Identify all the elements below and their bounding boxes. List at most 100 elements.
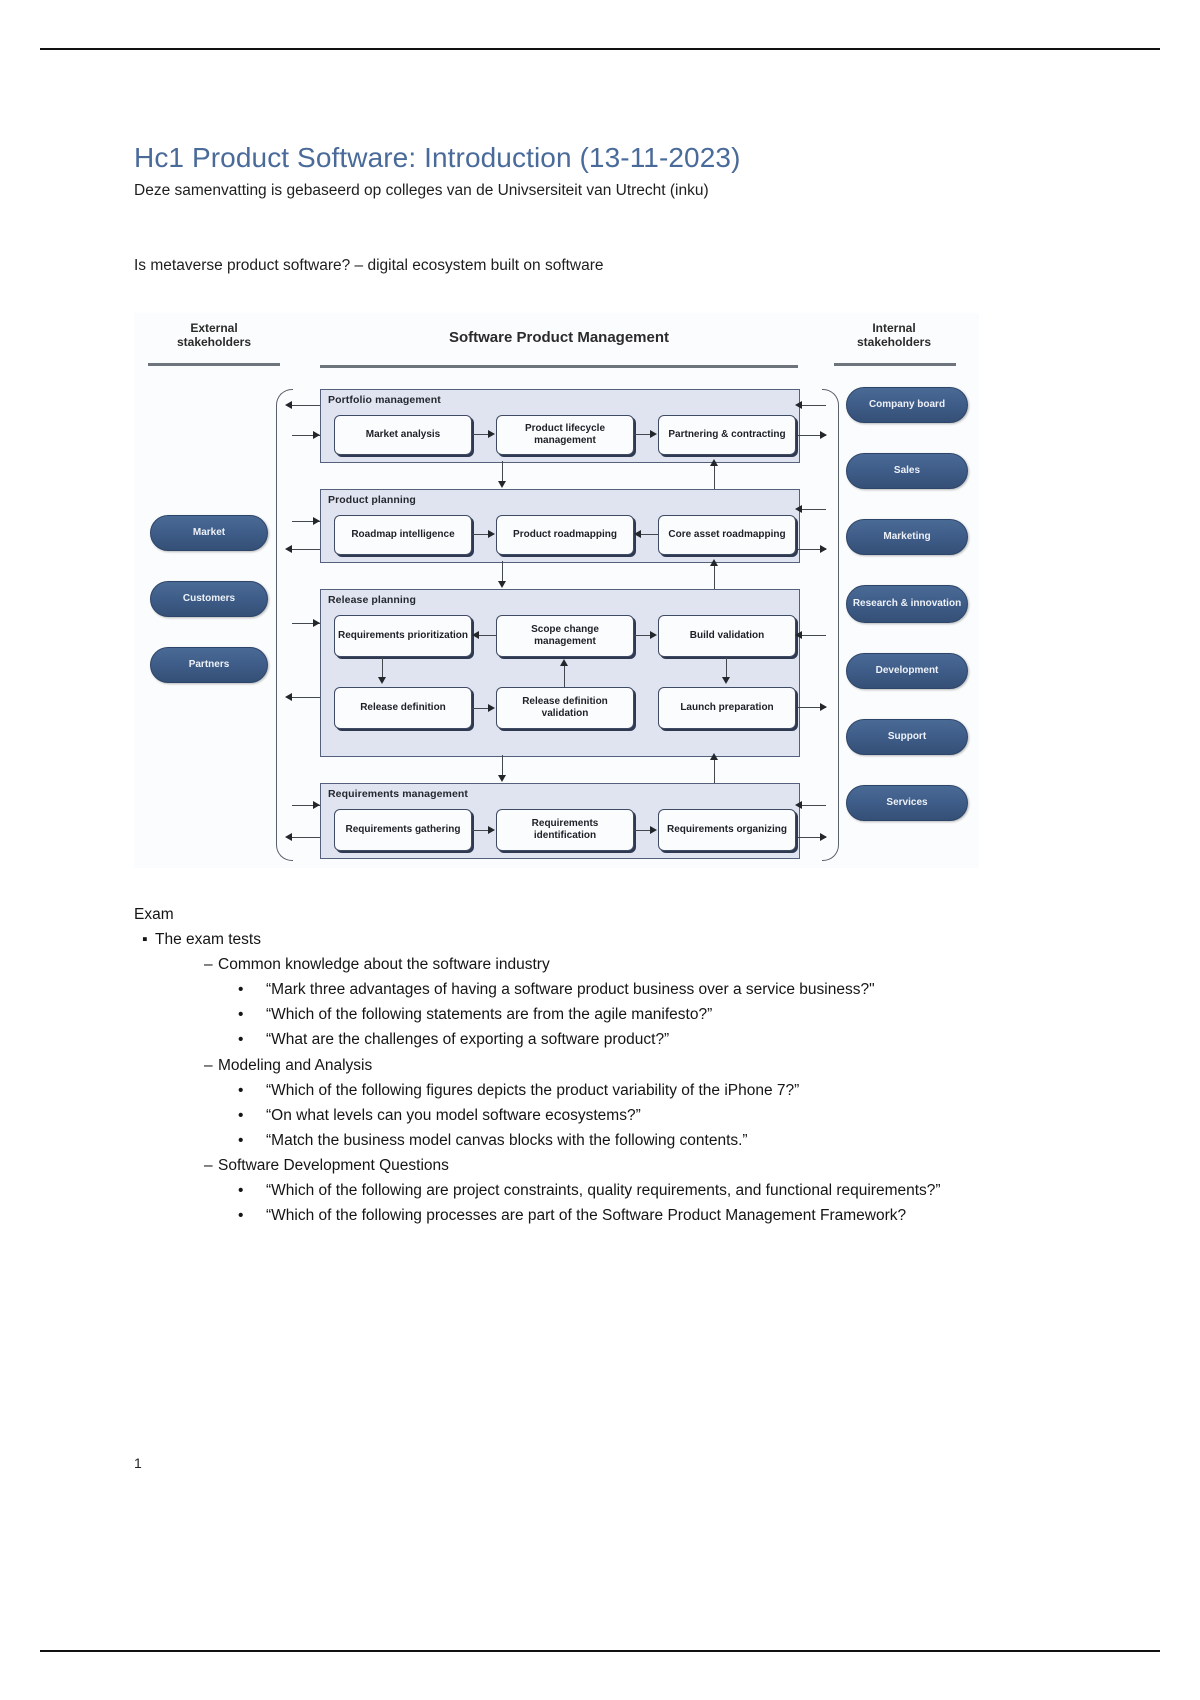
arrow-l4-b	[650, 825, 657, 834]
exam-group-0-item-2: “What are the challenges of exporting a …	[266, 1031, 670, 1049]
exam-question: •“On what levels can you model software …	[134, 1103, 1014, 1128]
figure-left-header-line2: stakeholders	[176, 335, 252, 350]
arrow-l2-b	[634, 529, 641, 538]
arrow-lane3-lane2-up	[710, 558, 718, 566]
stakeholder-development: Development	[846, 652, 968, 689]
figure-right-header-line1: Internal	[872, 320, 916, 335]
stakeholder-company-board: Company board	[846, 386, 968, 423]
document-content: Hc1 Product Software: Introduction (13-1…	[134, 140, 1014, 1228]
connector-lane3-lane2-up	[714, 564, 716, 589]
exam-group-2-item-1: “Which of the following processes are pa…	[266, 1207, 907, 1225]
exam-group-0-label: Common knowledge about the software indu…	[218, 956, 550, 974]
figure-center-header: Software Product Management	[448, 328, 670, 346]
process-requirements-prioritization: Requirements prioritization	[334, 614, 472, 657]
connector-l4-b	[634, 829, 651, 832]
left-header-underline	[148, 362, 280, 366]
dot-bullet-icon: •	[238, 1006, 244, 1024]
stakeholder-support: Support	[846, 718, 968, 755]
connector-int-in-4	[798, 804, 826, 807]
connector-l2-b	[641, 533, 658, 536]
connector-lane3-lane4-down	[502, 754, 504, 777]
page-top-rule	[40, 48, 1160, 50]
exam-question: •“Which of the following processes are p…	[134, 1203, 1014, 1228]
arrow-int-in-4	[795, 800, 802, 809]
arrow-l3-e	[560, 658, 568, 666]
connector-lane2-lane3-down	[502, 560, 504, 583]
stakeholder-market: Market	[150, 514, 268, 551]
dash-bullet-icon: –	[204, 1156, 213, 1174]
connector-ext-out-3	[292, 696, 320, 699]
connector-l3-b	[634, 634, 651, 637]
page-title: Hc1 Product Software: Introduction (13-1…	[134, 142, 741, 173]
dot-bullet-icon: •	[238, 1106, 244, 1124]
exam-question: •“Mark three advantages of having a soft…	[134, 977, 1014, 1002]
lead-paragraph: Is metaverse product software? – digital…	[134, 256, 604, 274]
arrow-int-out-3	[820, 702, 827, 711]
process-partnering-contracting: Partnering & contracting	[658, 414, 796, 455]
arrow-ext-in-1	[313, 430, 320, 439]
arrow-lane2-lane3-down	[498, 580, 506, 588]
page-bottom-rule	[40, 1650, 1160, 1652]
dot-bullet-icon: •	[238, 981, 244, 999]
connector-ext-out-1	[292, 404, 320, 407]
arrow-ext-out-2	[285, 544, 292, 553]
arrow-l3-b	[650, 630, 657, 639]
figure-left-header: External stakeholders	[144, 321, 284, 350]
arrow-l1-b	[650, 429, 657, 438]
arrow-lane2-lane1-up	[710, 458, 718, 466]
exam-group-label: –Modeling and Analysis	[134, 1053, 1014, 1078]
arrow-int-out-4	[820, 832, 827, 841]
exam-question: • “What are the challenges of exporting a…	[134, 1027, 1014, 1052]
lane-title-product-planning: Product planning	[328, 493, 416, 506]
figure-right-header-line2: stakeholders	[856, 335, 932, 350]
stakeholder-sales: Sales	[846, 452, 968, 489]
connector-ext-out-4	[292, 836, 320, 839]
exam-question: •“Which of the following figures depicts…	[134, 1078, 1014, 1103]
dot-bullet-icon: •	[238, 1031, 244, 1049]
process-requirements-identification: Requirements identification	[496, 808, 634, 851]
connector-l3-d	[472, 707, 489, 710]
exam-question: •“Match the business model canvas blocks…	[134, 1128, 1014, 1153]
connector-ext-in-1	[292, 434, 320, 437]
connector-int-out-4	[798, 836, 826, 839]
connector-l4-a	[472, 829, 489, 832]
arrow-l3-d	[488, 703, 495, 712]
arrow-int-in-2	[795, 504, 802, 513]
exam-group-1-label: Modeling and Analysis	[218, 1056, 373, 1074]
connector-lane4-lane3-up	[714, 758, 716, 783]
connector-ext-in-4	[292, 804, 320, 807]
arrow-ext-out-4	[285, 832, 292, 841]
process-product-lifecycle-management: Product lifecycle management	[496, 414, 634, 455]
arrow-l4-a	[488, 825, 495, 834]
arrow-int-out-1	[820, 430, 827, 439]
exam-outline: Exam ▪The exam tests –Common knowledge a…	[134, 902, 1014, 1228]
process-build-validation: Build validation	[658, 614, 796, 657]
exam-group-label: –Common knowledge about the software ind…	[134, 952, 1014, 977]
lane-title-requirements-management: Requirements management	[328, 787, 469, 800]
process-release-definition-validation: Release definition validation	[496, 686, 634, 729]
exam-group-2-label: Software Development Questions	[218, 1156, 449, 1174]
arrow-l1-a	[488, 429, 495, 438]
connector-lane1-lane2-down	[502, 460, 504, 483]
arrow-l2-a	[488, 529, 495, 538]
exam-question: • “Which of the following statements are …	[134, 1002, 1014, 1027]
arrow-l3-a	[472, 630, 479, 639]
stakeholder-partners: Partners	[150, 646, 268, 683]
stakeholder-research-innovation: Research & innovation	[846, 584, 968, 623]
dash-bullet-icon: –	[204, 1056, 213, 1074]
connector-ext-in-2	[292, 520, 320, 523]
connector-int-in-1	[798, 404, 826, 407]
center-header-underline	[320, 364, 798, 368]
process-launch-preparation: Launch preparation	[658, 686, 796, 729]
stakeholder-customers: Customers	[150, 580, 268, 617]
connector-ext-in-3	[292, 622, 320, 625]
lane-title-portfolio: Portfolio management	[328, 393, 441, 406]
lane-title-release-planning: Release planning	[328, 593, 416, 606]
connector-ext-out-2	[292, 548, 320, 551]
figure-left-header-line1: External	[190, 320, 238, 335]
exam-group-1-item-2: “Match the business model canvas blocks …	[266, 1131, 748, 1149]
arrow-lane4-lane3-up	[710, 752, 718, 760]
connector-l3-a	[479, 634, 496, 637]
exam-group-0-item-1: “Which of the following statements are f…	[266, 1006, 713, 1024]
